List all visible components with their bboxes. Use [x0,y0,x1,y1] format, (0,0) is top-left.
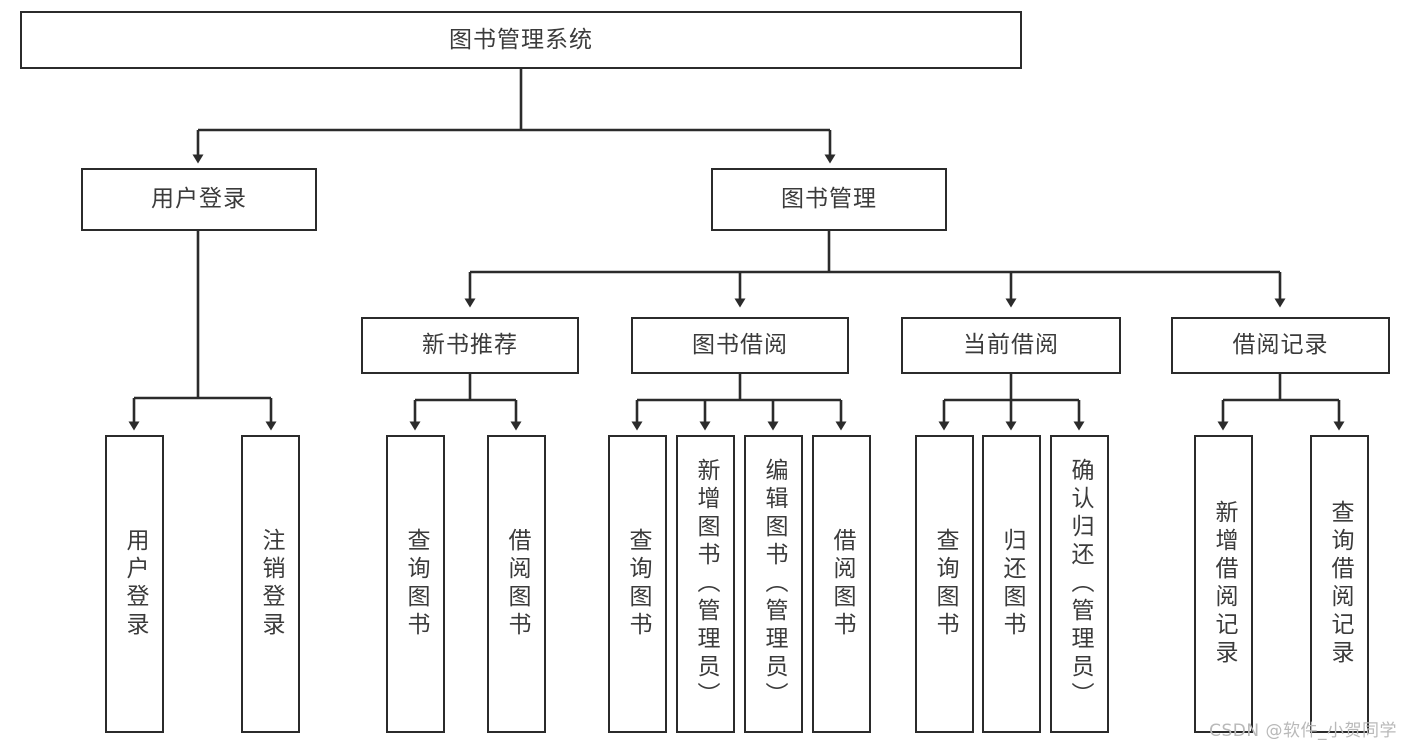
node-leaf-6[interactable]: 编辑图书（管理员） [744,435,803,733]
node-leaf-12[interactable]: 查询借阅记录 [1310,435,1369,733]
node-label: 当前借阅 [963,332,1059,359]
node-label: 图书管理 [781,186,877,213]
node-label: 借阅图书 [504,528,530,640]
node-label: 用户登录 [122,528,148,640]
node-leaf-2[interactable]: 查询图书 [386,435,445,733]
node-leaf-5[interactable]: 新增图书（管理员） [676,435,735,733]
node-label: 查询图书 [932,528,958,640]
node-label: 借阅图书 [829,528,855,640]
node-leaf-11[interactable]: 新增借阅记录 [1194,435,1253,733]
node-leaf-7[interactable]: 借阅图书 [812,435,871,733]
node-label: 新增图书（管理员） [693,458,719,710]
node-leaf-0[interactable]: 用户登录 [105,435,164,733]
node-label: 注销登录 [258,528,284,640]
node-level2-1[interactable]: 图书管理 [711,168,947,231]
node-label: 编辑图书（管理员） [761,458,787,710]
node-root[interactable]: 图书管理系统 [20,11,1022,69]
node-label: 查询图书 [403,528,429,640]
node-level3-2[interactable]: 当前借阅 [901,317,1121,374]
node-label: 归还图书 [999,528,1025,640]
node-leaf-10[interactable]: 确认归还（管理员） [1050,435,1109,733]
node-level3-0[interactable]: 新书推荐 [361,317,579,374]
node-label: 查询借阅记录 [1327,500,1353,668]
node-leaf-3[interactable]: 借阅图书 [487,435,546,733]
node-leaf-4[interactable]: 查询图书 [608,435,667,733]
node-label: 图书管理系统 [449,26,593,53]
node-leaf-1[interactable]: 注销登录 [241,435,300,733]
node-label: 查询图书 [625,528,651,640]
node-leaf-9[interactable]: 归还图书 [982,435,1041,733]
node-label: 新书推荐 [422,332,518,359]
node-level2-0[interactable]: 用户登录 [81,168,317,231]
node-level3-1[interactable]: 图书借阅 [631,317,849,374]
node-leaf-8[interactable]: 查询图书 [915,435,974,733]
node-label: 图书借阅 [692,332,788,359]
node-level3-3[interactable]: 借阅记录 [1171,317,1390,374]
node-label: 用户登录 [151,186,247,213]
node-label: 确认归还（管理员） [1067,458,1093,710]
node-label: 借阅记录 [1232,332,1329,359]
node-label: 新增借阅记录 [1211,500,1237,668]
